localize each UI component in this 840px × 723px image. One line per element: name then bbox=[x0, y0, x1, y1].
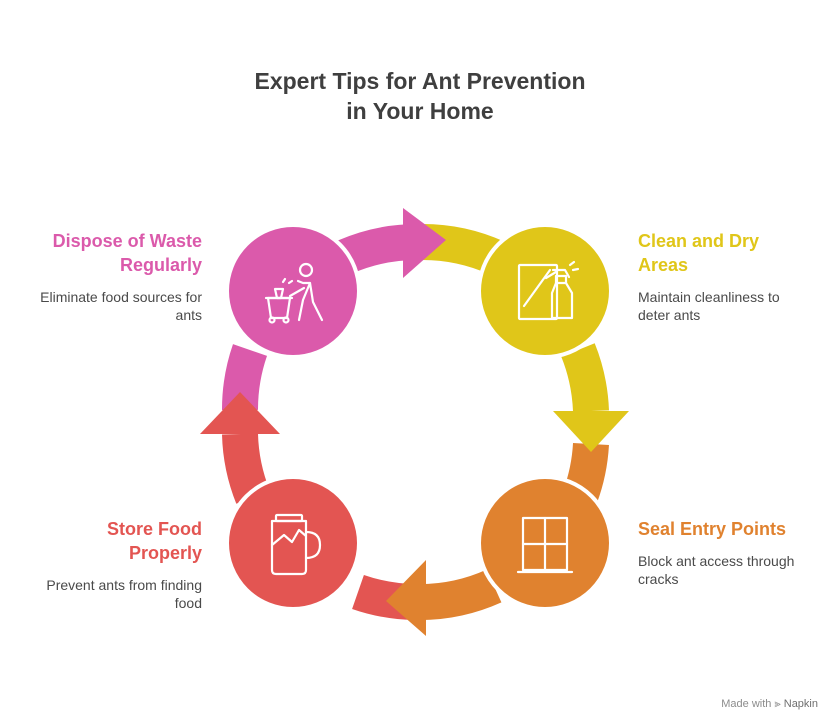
spray-cleaning-icon bbox=[517, 260, 580, 321]
step-desc-dispose-line-2: ants bbox=[175, 307, 202, 323]
arc-clean-to-seal-2 bbox=[561, 343, 609, 413]
napkin-brand-label: Napkin bbox=[783, 698, 818, 710]
step-desc-clean-line-2: deter ants bbox=[638, 307, 701, 323]
step-desc-clean-line-1: Maintain cleanliness to bbox=[638, 289, 780, 305]
made-with-label: Made with bbox=[721, 698, 772, 710]
step-desc-store: Prevent ants from finding food bbox=[12, 576, 202, 612]
step-desc-seal-line-2: cracks bbox=[638, 571, 679, 587]
step-title-seal-line-1: Seal Entry Points bbox=[638, 519, 787, 539]
jar-icon bbox=[270, 513, 322, 576]
arrowhead-store-to-dispose bbox=[200, 392, 280, 434]
step-title-clean-line-2: Areas bbox=[638, 255, 689, 275]
step-desc-store-line-1: Prevent ants from finding bbox=[46, 577, 202, 593]
diagram-title: Expert Tips for Ant Prevention in Your H… bbox=[170, 66, 670, 126]
step-title-store-line-2: Properly bbox=[128, 543, 202, 563]
circle-store bbox=[225, 475, 361, 611]
made-with-napkin-watermark[interactable]: Made with ⫸ Napkin bbox=[721, 698, 818, 711]
step-desc-dispose-line-1: Eliminate food sources for bbox=[40, 289, 202, 305]
step-title-store-line-1: Store Food bbox=[107, 519, 202, 539]
step-title-store: Store Food Properly bbox=[12, 517, 202, 565]
arrowhead-clean-to-seal bbox=[553, 411, 629, 452]
title-line-2: in Your Home bbox=[346, 98, 494, 124]
step-title-dispose-line-2: Regularly bbox=[119, 255, 202, 275]
step-desc-clean: Maintain cleanliness to deter ants bbox=[638, 288, 828, 324]
arrowhead-seal-to-store bbox=[386, 560, 426, 636]
step-title-seal: Seal Entry Points bbox=[638, 517, 828, 541]
arrowhead-dispose-to-clean bbox=[403, 208, 446, 278]
arc-store-to-dispose-2 bbox=[222, 433, 270, 504]
step-desc-dispose: Eliminate food sources for ants bbox=[12, 288, 202, 324]
window-icon bbox=[516, 516, 574, 574]
circle-clean bbox=[477, 223, 613, 359]
step-desc-seal-line-1: Block ant access through bbox=[638, 553, 795, 569]
step-title-clean: Clean and Dry Areas bbox=[638, 229, 828, 277]
step-title-clean-line-1: Clean and Dry bbox=[638, 231, 760, 251]
step-title-dispose-line-1: Dispose of Waste bbox=[52, 231, 202, 251]
step-desc-store-line-2: food bbox=[174, 595, 202, 611]
napkin-logo-icon: ⫸ bbox=[774, 698, 781, 710]
step-title-dispose: Dispose of Waste Regularly bbox=[12, 229, 202, 277]
circle-dispose bbox=[225, 223, 361, 359]
step-desc-seal: Block ant access through cracks bbox=[638, 552, 828, 588]
title-line-1: Expert Tips for Ant Prevention bbox=[254, 68, 586, 94]
trash-disposal-icon bbox=[264, 262, 324, 324]
